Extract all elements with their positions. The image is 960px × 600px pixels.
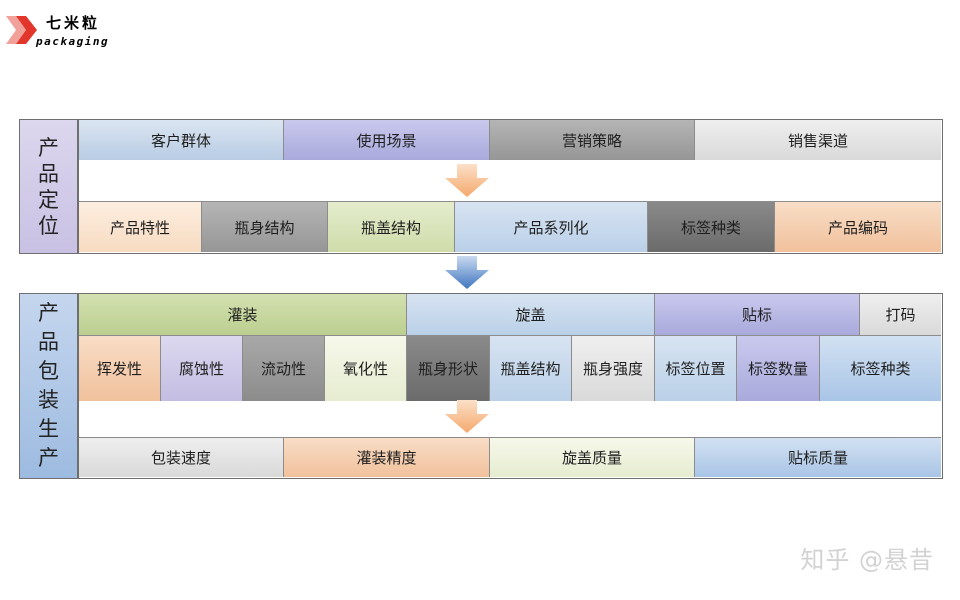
positioning-detail-item: 标签种类 — [648, 201, 775, 252]
section1-side-char: 位 — [38, 213, 59, 238]
production-factor: 瓶身形状 — [407, 335, 490, 401]
positioning-item: 客户群体 — [79, 120, 284, 160]
logo-chevron-icon — [4, 12, 40, 48]
production-stage: 灌装 — [79, 294, 407, 335]
down-arrow-icon — [443, 256, 491, 290]
positioning-detail-item: 瓶身结构 — [202, 201, 328, 252]
section2-side-char: 生 — [38, 417, 59, 441]
production-stage: 旋盖 — [407, 294, 655, 335]
section2-side-char: 装 — [38, 388, 59, 412]
production-factor: 氧化性 — [325, 335, 407, 401]
section2-side-label: 产 品 包 装 生 产 — [19, 293, 78, 479]
production-factor: 标签位置 — [655, 335, 737, 401]
positioning-detail-item: 瓶盖结构 — [328, 201, 455, 252]
positioning-detail-item: 产品系列化 — [455, 201, 648, 252]
production-quality: 旋盖质量 — [490, 437, 695, 477]
watermark: 知乎 @悬昔 — [800, 546, 934, 574]
section1-side-char: 品 — [38, 161, 59, 186]
section2-side-char: 产 — [38, 446, 59, 470]
production-factor: 标签数量 — [737, 335, 820, 401]
section1-side-char: 定 — [38, 187, 59, 212]
production-stage: 打码 — [860, 294, 941, 335]
section2-side-char: 包 — [38, 359, 59, 383]
section1-side-label: 产 品 定 位 — [19, 119, 78, 254]
positioning-detail-item: 产品特性 — [79, 201, 202, 252]
production-quality: 贴标质量 — [695, 437, 941, 477]
production-quality: 包装速度 — [79, 437, 284, 477]
production-stage: 贴标 — [655, 294, 860, 335]
positioning-detail-item: 产品编码 — [775, 201, 941, 252]
section1-panel: 客户群体 使用场景 营销策略 销售渠道 产品特性 瓶身结构 瓶盖结构 产品系列化… — [78, 119, 943, 254]
production-factor: 腐蚀性 — [161, 335, 243, 401]
section2-side-char: 产 — [38, 301, 59, 325]
positioning-item: 使用场景 — [284, 120, 490, 160]
production-factor: 挥发性 — [79, 335, 161, 401]
down-arrow-icon — [443, 164, 491, 198]
production-factor: 标签种类 — [820, 335, 941, 401]
production-quality: 灌装精度 — [284, 437, 490, 477]
positioning-item: 销售渠道 — [695, 120, 941, 160]
logo-name-cn: 七米粒 — [46, 14, 101, 32]
production-factor: 瓶身强度 — [572, 335, 655, 401]
logo-name-en: packaging — [36, 35, 110, 48]
production-factor: 瓶盖结构 — [490, 335, 572, 401]
production-factor: 流动性 — [243, 335, 325, 401]
section2-panel: 灌装 旋盖 贴标 打码 挥发性 腐蚀性 流动性 氧化性 瓶身形状 瓶盖结构 瓶身… — [78, 293, 943, 479]
positioning-item: 营销策略 — [490, 120, 695, 160]
section1-side-char: 产 — [38, 135, 59, 160]
down-arrow-icon — [443, 400, 491, 434]
section2-side-char: 品 — [38, 330, 59, 354]
